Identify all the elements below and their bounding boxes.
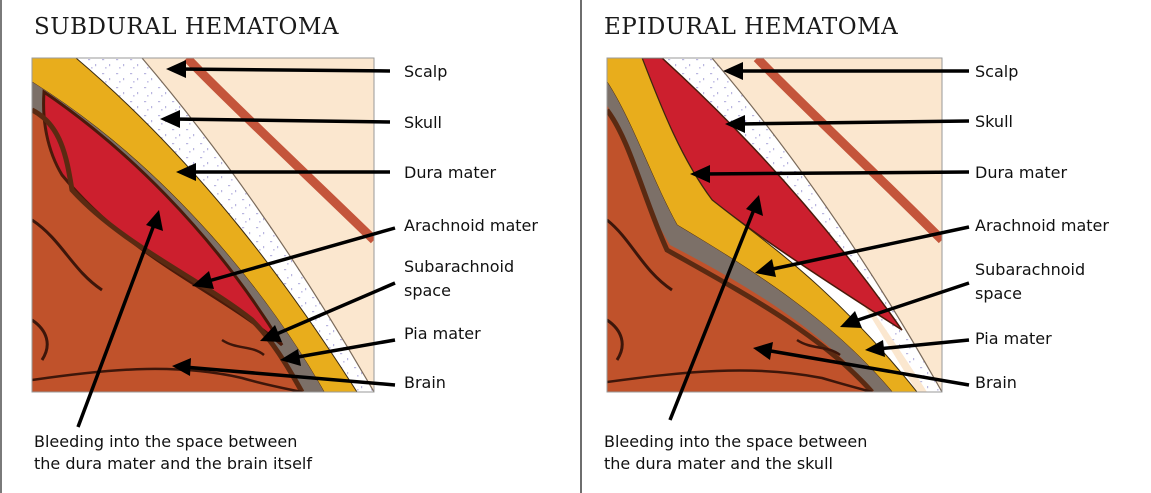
- caption-line: Bleeding into the space between: [604, 431, 867, 453]
- scalp-label: Scalp: [404, 61, 447, 83]
- skull-label: Skull: [404, 112, 442, 134]
- dura-mater-label: Dura mater: [404, 162, 496, 184]
- subdural-illustration: [2, 0, 580, 493]
- caption-line: the dura mater and the skull: [604, 453, 867, 475]
- subarachnoid-label-line1: Subarachnoid: [975, 259, 1085, 281]
- arachnoid-mater-label: Arachnoid mater: [404, 215, 538, 237]
- epidural-panel: EPIDURAL HEMATOMA Scalp Skull Dura mater…: [582, 0, 1151, 493]
- caption-line: Bleeding into the space between: [34, 431, 312, 453]
- subdural-panel: SUBDURAL HEMATOMA Scalp Skull Dura mater…: [0, 0, 580, 493]
- pia-mater-label: Pia mater: [975, 328, 1052, 350]
- brain-label: Brain: [404, 372, 446, 394]
- caption-line: the dura mater and the brain itself: [34, 453, 312, 475]
- subarachnoid-label-line2: space: [975, 283, 1022, 305]
- panel-caption: Bleeding into the space between the dura…: [34, 431, 312, 475]
- subarachnoid-label-line1: Subarachnoid: [404, 256, 514, 278]
- brain-label: Brain: [975, 372, 1017, 394]
- panel-caption: Bleeding into the space between the dura…: [604, 431, 867, 475]
- subarachnoid-label-line2: space: [404, 280, 451, 302]
- dura-mater-label: Dura mater: [975, 162, 1067, 184]
- arachnoid-mater-label: Arachnoid mater: [975, 215, 1109, 237]
- skull-label: Skull: [975, 111, 1013, 133]
- pia-mater-label: Pia mater: [404, 323, 481, 345]
- panel-title: EPIDURAL HEMATOMA: [604, 14, 898, 40]
- scalp-arrow: [178, 69, 390, 71]
- dura-arrow: [702, 172, 969, 174]
- panel-title: SUBDURAL HEMATOMA: [34, 14, 339, 40]
- epidural-illustration: [582, 0, 1151, 493]
- scalp-label: Scalp: [975, 61, 1018, 83]
